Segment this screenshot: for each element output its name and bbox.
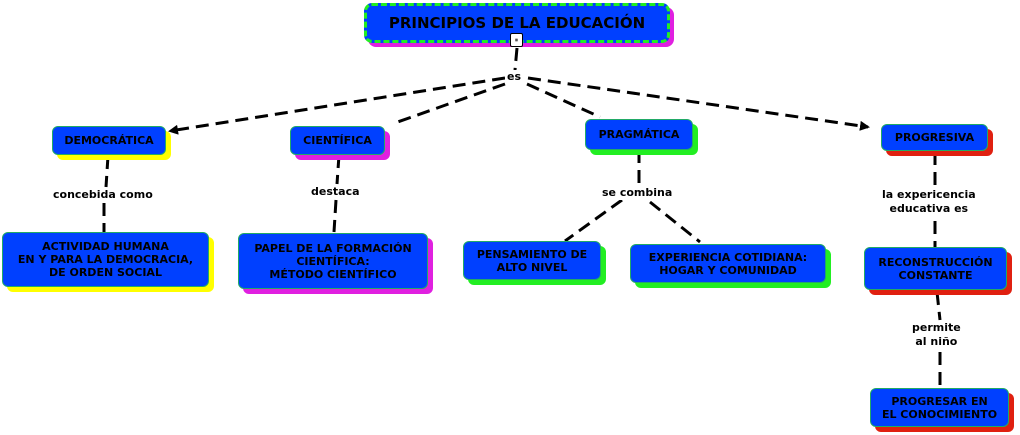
line-reconstruccion-label <box>935 291 942 321</box>
line-es-cientifica <box>391 82 506 126</box>
link-label-permite-al-nino: permite al niño <box>910 321 963 349</box>
node-progresiva[interactable]: PROGRESIVA <box>881 124 988 151</box>
node-pragmatica[interactable]: PRAGMÁTICA <box>585 119 693 150</box>
line-label-pensamiento <box>564 198 623 243</box>
link-label-concebida-como: concebida como <box>51 188 155 202</box>
node-progresar-conocimiento[interactable]: PROGRESAR EN EL CONOCIMIENTO <box>870 388 1009 427</box>
link-label-experiencia-educativa: la expericencia educativa es <box>880 188 978 216</box>
line-cientifica-label <box>335 154 341 185</box>
line-democratica-label <box>104 155 110 188</box>
node-pensamiento-alto-nivel[interactable]: PENSAMIENTO DE ALTO NIVEL <box>463 241 601 280</box>
line-root-es <box>513 47 519 71</box>
node-actividad-humana[interactable]: ACTIVIDAD HUMANA EN Y PARA LA DEMOCRACIA… <box>2 232 209 287</box>
node-experiencia-cotidiana[interactable]: EXPERIENCIA COTIDIANA: HOGAR Y COMUNIDAD <box>630 244 826 283</box>
line-label-papel <box>332 199 338 233</box>
link-label-se-combina: se combina <box>600 186 675 200</box>
node-democratica[interactable]: DEMOCRÁTICA <box>52 126 166 155</box>
line-label-experiencia <box>649 200 701 244</box>
line-es-democratica <box>168 76 506 135</box>
node-papel-formacion[interactable]: PAPEL DE LA FORMACIÓN CIENTÍFICA: MÉTODO… <box>238 233 428 289</box>
node-reconstruccion-constante[interactable]: RECONSTRUCCIÓN CONSTANTE <box>864 247 1007 290</box>
line-es-pragmatica <box>526 82 601 119</box>
line-es-progresiva <box>527 76 870 131</box>
node-cientifica[interactable]: CIENTÍFICA <box>290 126 385 155</box>
link-label-destaca: destaca <box>309 185 362 199</box>
concept-map-badge-icon: ▦ <box>510 33 523 47</box>
link-label-es: es <box>505 70 524 84</box>
